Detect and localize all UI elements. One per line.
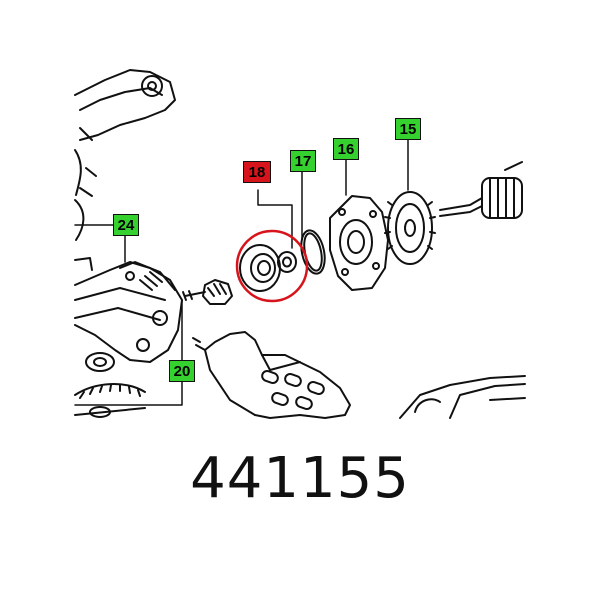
bevel-gear bbox=[74, 383, 146, 418]
callout-17: 17 bbox=[290, 150, 316, 172]
ball-bearing bbox=[239, 244, 297, 292]
callout-18: 18 bbox=[243, 161, 271, 183]
pinion-gear bbox=[182, 279, 233, 305]
motor-housing bbox=[399, 375, 526, 419]
bearing-nut bbox=[85, 352, 115, 372]
part-number: 441155 bbox=[190, 446, 410, 511]
armature bbox=[439, 161, 523, 219]
callout-16: 16 bbox=[333, 138, 359, 160]
callout-24: 24 bbox=[113, 214, 139, 236]
bearing-flange bbox=[329, 195, 389, 291]
gear-housing bbox=[74, 69, 176, 271]
side-handle bbox=[192, 331, 351, 419]
leader-line-20 bbox=[74, 379, 183, 406]
highlight-circle bbox=[235, 229, 309, 303]
angle-head-flange bbox=[74, 261, 183, 363]
callout-20: 20 bbox=[169, 360, 195, 382]
gear-wheel bbox=[384, 191, 436, 265]
callout-15: 15 bbox=[395, 118, 421, 140]
